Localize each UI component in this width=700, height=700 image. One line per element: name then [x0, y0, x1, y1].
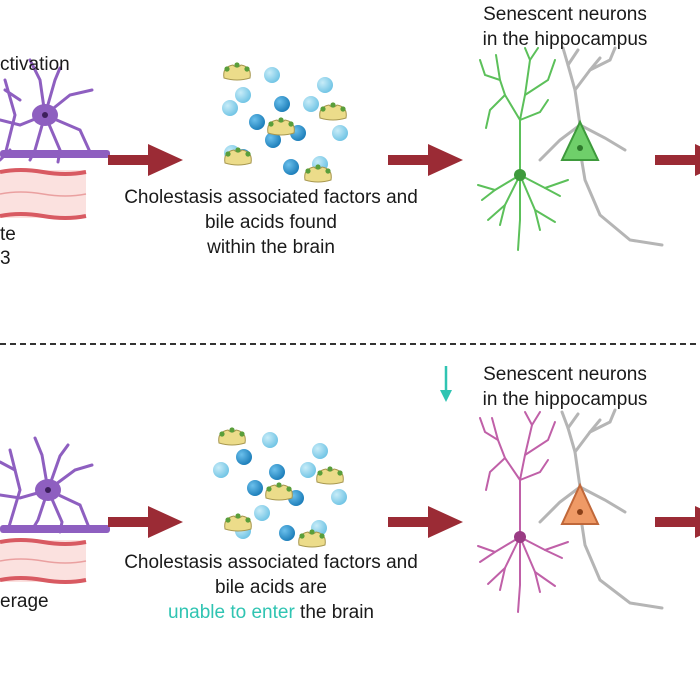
arrow-bottom-2	[388, 506, 463, 538]
bottom-left-label: erage	[0, 591, 49, 612]
arrow-top-3	[655, 144, 700, 176]
neuron-magenta-soma-bottom	[514, 531, 526, 543]
blood-vessel-bottom	[0, 538, 87, 584]
bottom-middle-line-1: Cholestasis associated factors and	[124, 552, 418, 573]
blood-vessel-top	[0, 168, 87, 220]
neuron-soma-green-triangle-top	[560, 119, 600, 161]
arrow-top-1	[108, 144, 183, 176]
top-left-label-activation: ctivation	[0, 54, 70, 75]
neuron-green-soma-top	[514, 169, 526, 181]
endfeet-bottom	[0, 525, 110, 533]
top-right-line-1: Senescent neurons	[483, 4, 647, 25]
arrow-top-2	[388, 144, 463, 176]
endfeet-top	[0, 150, 110, 158]
top-middle-line-3: within the brain	[207, 237, 335, 258]
neuron-green-top	[477, 47, 569, 251]
bottom-middle-line-3-rest: the brain	[294, 602, 374, 623]
unable-to-enter-highlight: unable to enter	[168, 602, 295, 623]
bottom-middle-line-2: bile acids are	[215, 577, 327, 598]
top-middle-caption: Cholestasis associated factors and bile …	[86, 185, 456, 260]
bile-acids-bottom	[213, 432, 347, 541]
top-left-label-bottom-2: 3	[0, 248, 11, 269]
bottom-right-caption: Senescent neurons in the hippocampus	[440, 362, 690, 412]
top-left-label-bottom-1: te	[0, 224, 16, 245]
neuron-gray-top	[538, 46, 664, 247]
bottom-middle-caption: Cholestasis associated factors and bile …	[86, 550, 456, 625]
bottom-middle-line-3: unable to enter the brain	[86, 600, 456, 625]
top-right-caption: Senescent neurons in the hippocampus	[440, 2, 690, 52]
neuron-magenta-bottom	[477, 411, 569, 613]
bottom-right-line-2: in the hippocampus	[482, 389, 648, 410]
arrow-bottom-3	[655, 506, 700, 538]
top-right-line-2: in the hippocampus	[482, 29, 648, 50]
neuron-gray-bottom	[538, 408, 664, 610]
bottom-right-line-1: Senescent neurons	[483, 364, 647, 385]
neuron-soma-orange-triangle-bottom	[560, 482, 600, 525]
top-middle-line-2: bile acids found	[204, 212, 338, 233]
down-arrow-icon	[440, 366, 452, 402]
top-middle-line-1: Cholestasis associated factors and	[124, 187, 418, 208]
arrow-bottom-1	[108, 506, 183, 538]
